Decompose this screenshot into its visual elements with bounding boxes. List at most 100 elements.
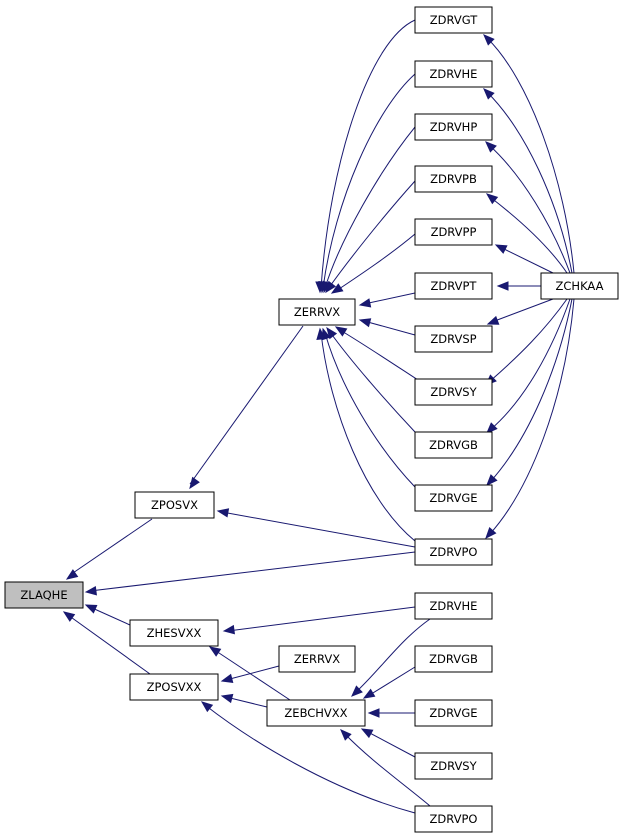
- node-zdrvpb[interactable]: ZDRVPB: [414, 165, 493, 193]
- node-zposvx[interactable]: ZPOSVX: [134, 491, 215, 519]
- node-zposvxx[interactable]: ZPOSVXX: [129, 673, 219, 701]
- edge-zerrvx-zdrvpo-line: [320, 332, 416, 542]
- edge-zerrvx-zdrvpo: [316, 327, 416, 542]
- edge-zebchvxx-zdrvhe-line: [354, 618, 431, 694]
- node-zdrvpt[interactable]: ZDRVPT: [414, 272, 493, 300]
- edge-zdrvhp-zchkaa: [485, 141, 571, 274]
- node-zdrvpp[interactable]: ZDRVPP: [414, 218, 493, 246]
- edge-zerrvx-zdrvhe-line: [322, 73, 416, 289]
- svg-text:ZCHKAA: ZCHKAA: [556, 279, 604, 293]
- edge-zerrvx-zdrvgt: [315, 19, 416, 294]
- node-zdrvge-top[interactable]: ZDRVGE: [414, 484, 493, 512]
- edge-zlaqhe-zposvxx: [62, 611, 151, 675]
- edge-zdrvgt-zchkaa-line: [486, 37, 575, 274]
- edge-zlaqhe-zposvx-line: [69, 518, 153, 576]
- node-zdrvhp[interactable]: ZDRVHP: [414, 113, 493, 141]
- node-zdrvgb-bottom[interactable]: ZDRVGB: [414, 645, 493, 673]
- node-zdrvpo-bottom[interactable]: ZDRVPO: [414, 805, 493, 833]
- edge-zerrvx-zdrvsp: [358, 318, 416, 336]
- edge-zposvx-zerrvx: [189, 325, 304, 490]
- svg-text:ZPOSVX: ZPOSVX: [151, 498, 198, 512]
- node-zdrvsy-top[interactable]: ZDRVSY: [414, 378, 493, 406]
- edge-zposvx-zdrvpo-arrowhead: [216, 508, 230, 518]
- edge-zdrvpo-zchkaa-line: [488, 298, 575, 536]
- node-zerrvx-bottom[interactable]: ZERRVX: [278, 645, 356, 673]
- edge-zerrvx-zdrvpt-line: [363, 292, 416, 305]
- edge-zerrvx-zdrvsy-line: [339, 329, 419, 381]
- edge-zdrvpo-zchkaa: [485, 298, 575, 540]
- edge-zerrvx-zdrvgb: [326, 326, 416, 433]
- svg-text:ZDRVPP: ZDRVPP: [431, 225, 477, 239]
- edge-zdrvpp-zchkaa-line: [499, 246, 554, 274]
- edge-zerrvx-zdrvpb-line: [327, 180, 416, 290]
- node-zdrvhe-top[interactable]: ZDRVHE: [414, 60, 493, 88]
- node-zebchvxx[interactable]: ZEBCHVXX: [266, 699, 366, 727]
- node-zdrvhe-bottom[interactable]: ZDRVHE: [414, 592, 493, 620]
- node-zerrvx-top[interactable]: ZERRVX: [278, 298, 356, 326]
- svg-text:ZEBCHVXX: ZEBCHVXX: [284, 706, 347, 720]
- edge-zhesvxx-zdrvhe-arrowhead: [222, 624, 235, 635]
- edge-zerrvx-zdrvpb-arrowhead: [325, 280, 337, 294]
- svg-text:ZDRVGT: ZDRVGT: [430, 13, 478, 27]
- node-zdrvgb-top[interactable]: ZDRVGB: [414, 431, 493, 459]
- edge-zerrvx-zdrvpt: [358, 292, 416, 308]
- svg-text:ZDRVGB: ZDRVGB: [429, 438, 478, 452]
- svg-text:ZDRVHE: ZDRVHE: [430, 67, 478, 81]
- edge-zposvxx-zdrvpo-arrowhead: [200, 701, 214, 713]
- edge-zposvx-zerrvx-arrowhead: [189, 476, 200, 490]
- svg-text:ZDRVHP: ZDRVHP: [430, 120, 478, 134]
- node-zhesvxx[interactable]: ZHESVXX: [129, 619, 219, 647]
- edge-zlaqhe-zposvx-arrowhead: [65, 569, 79, 580]
- edge-zdrvsy-zchkaa: [485, 298, 568, 386]
- edge-zposvxx-zdrvpo: [200, 701, 416, 814]
- edge-zdrvsy-zchkaa-line: [488, 298, 568, 383]
- svg-text:ZDRVGB: ZDRVGB: [429, 652, 478, 666]
- edge-zerrvx-zdrvgb-arrowhead: [326, 326, 338, 340]
- edge-zdrvsp-zchkaa: [486, 298, 554, 325]
- edge-zerrvx-zdrvge-line: [324, 332, 416, 488]
- edge-zdrvpb-zchkaa-line: [489, 196, 568, 274]
- edge-zebchvxx-zdrvhe: [351, 618, 431, 697]
- edge-zdrvpb-zchkaa: [485, 193, 568, 274]
- edge-zerrvx-zdrvpp: [330, 233, 416, 294]
- edge-zerrvx-zdrvhp: [322, 126, 416, 294]
- svg-text:ZDRVPT: ZDRVPT: [431, 279, 478, 293]
- edge-zposvxx-zebchvxx-arrowhead: [220, 693, 234, 704]
- node-zlaqhe[interactable]: ZLAQHE: [4, 581, 84, 609]
- edge-zhesvxx-zdrvhe-line: [227, 606, 416, 632]
- edge-zposvx-zerrvx-line: [189, 325, 304, 485]
- node-zdrvsy-bottom[interactable]: ZDRVSY: [414, 752, 493, 780]
- edge-zerrvx-zdrvge: [321, 327, 416, 488]
- node-zchkaa[interactable]: ZCHKAA: [540, 272, 619, 300]
- edge-zposvxx-zerrvx-arrowhead: [220, 673, 234, 683]
- edge-zerrvx-zdrvhp-line: [324, 126, 416, 289]
- svg-text:ZDRVSP: ZDRVSP: [430, 332, 476, 346]
- node-zdrvgt[interactable]: ZDRVGT: [414, 6, 493, 34]
- svg-text:ZLAQHE: ZLAQHE: [20, 588, 67, 602]
- node-zdrvsp[interactable]: ZDRVSP: [414, 325, 493, 353]
- edge-zhesvxx-zebchvxx-line: [212, 648, 291, 701]
- edge-zdrvge-zchkaa-line: [489, 298, 573, 483]
- edge-zdrvpp-zchkaa-arrowhead: [494, 244, 508, 254]
- edge-zebchvxx-zdrvsy: [360, 728, 416, 758]
- edge-zhesvxx-zebchvxx: [208, 646, 291, 701]
- edge-zerrvx-zdrvpp-arrowhead: [330, 283, 344, 294]
- edge-zdrvhp-zchkaa-arrowhead: [485, 141, 497, 153]
- edge-zerrvx-zdrvsy-arrowhead: [334, 326, 348, 337]
- node-zdrvpo-top[interactable]: ZDRVPO: [414, 538, 493, 566]
- node-zdrvge-bottom[interactable]: ZDRVGE: [414, 699, 493, 727]
- edge-zdrvge-zchkaa-arrowhead: [486, 474, 498, 486]
- edge-zposvxx-zerrvx-line: [225, 665, 280, 681]
- edge-zebchvxx-zdrvge: [367, 708, 415, 718]
- edge-zebchvxx-zdrvge-arrowhead: [367, 708, 380, 718]
- edge-zebchvxx-zdrvsy-arrowhead: [360, 728, 374, 739]
- edge-zlaqhe-zposvx: [65, 518, 153, 580]
- edge-zebchvxx-zdrvpo-arrowhead: [340, 729, 352, 741]
- edge-zlaqhe-zdrvpo-arrowhead: [84, 586, 97, 596]
- edge-zposvxx-zdrvpo-line: [204, 704, 416, 814]
- svg-text:ZERRVX: ZERRVX: [294, 652, 340, 666]
- edge-zdrvhe-zchkaa-arrowhead: [483, 88, 495, 100]
- edge-zhesvxx-zdrvhe: [222, 606, 416, 635]
- svg-text:ZDRVSY: ZDRVSY: [430, 759, 477, 773]
